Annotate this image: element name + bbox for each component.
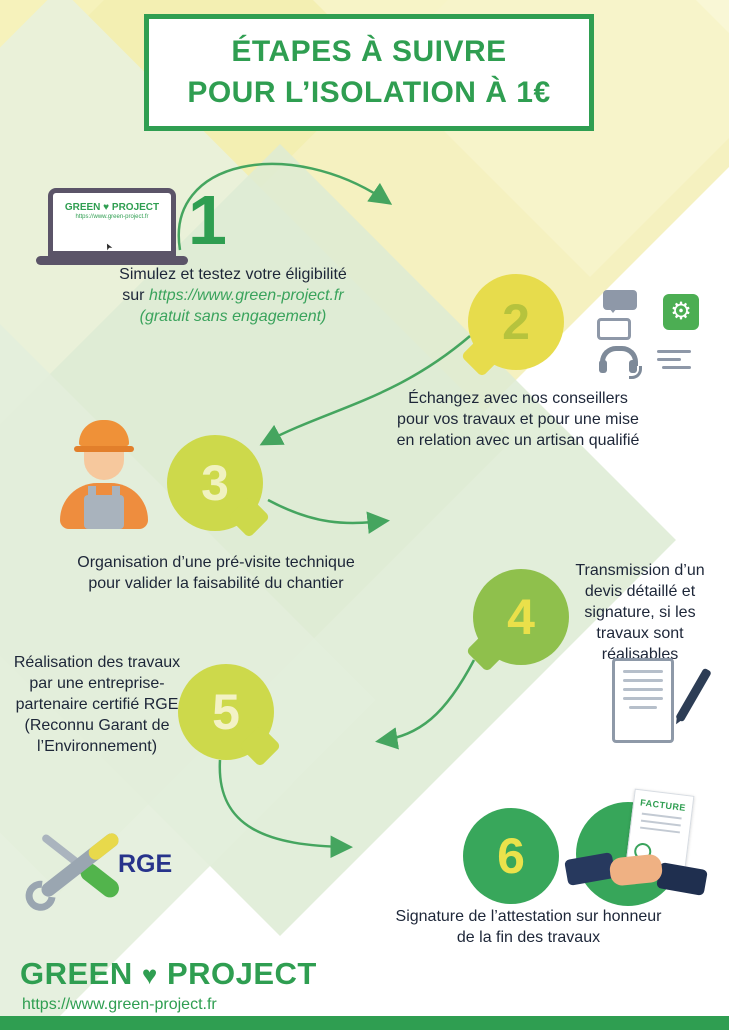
arrow-step1-step2 bbox=[177, 162, 393, 251]
headset-icon bbox=[599, 346, 642, 380]
step3-text: Organisation d’une pré-visite technique … bbox=[77, 554, 355, 593]
step6-number: 6 bbox=[497, 828, 525, 884]
title-box: ÉTAPES À SUIVRE POUR L’ISOLATION À 1€ bbox=[144, 14, 594, 131]
step4-text: Transmission d’un devis détaillé et sign… bbox=[575, 562, 705, 664]
step3-bubble: 3 bbox=[167, 435, 271, 539]
step1-number: 1 bbox=[188, 181, 227, 259]
step6-text: Signature de l’attestation sur honneur d… bbox=[395, 908, 662, 947]
page-title-line2: POUR L’ISOLATION À 1€ bbox=[187, 75, 551, 109]
mouse-cursor-icon: ➤ bbox=[102, 241, 115, 253]
support-icons: ⚙ bbox=[597, 290, 709, 392]
handshake-icon: FACTURE bbox=[564, 788, 708, 918]
text-lines-icon bbox=[657, 350, 691, 374]
step1-text: Simulez et testez votre éligibilité sur … bbox=[58, 264, 408, 327]
laptop-base bbox=[36, 256, 188, 265]
page-title-line1: ÉTAPES À SUIVRE bbox=[231, 35, 507, 68]
contract-icon bbox=[612, 658, 712, 748]
document-icon bbox=[612, 658, 674, 743]
footer-logo: GREEN ♥ PROJECT bbox=[20, 956, 317, 992]
worker-icon bbox=[56, 420, 152, 548]
arrow-step3-step4 bbox=[267, 498, 390, 534]
rge-badge: RGE bbox=[118, 850, 173, 878]
laptop-icon: GREEN ♥ PROJECT https://www.green-projec… bbox=[36, 188, 188, 265]
step1-note: (gratuit sans engagement) bbox=[139, 308, 327, 326]
arrow-step4-step5 bbox=[375, 659, 476, 750]
step5-number: 5 bbox=[212, 684, 240, 740]
step1-link[interactable]: https://www.green-project.fr bbox=[148, 287, 344, 305]
step5-text: Réalisation des travaux par une entrepri… bbox=[13, 654, 181, 756]
chat-bubble-outline-icon bbox=[597, 318, 631, 340]
footer-url-link[interactable]: https://www.green-project.fr bbox=[22, 996, 217, 1013]
step6-bubble: 6 bbox=[463, 808, 559, 904]
laptop-brand-text: GREEN ♥ PROJECT bbox=[64, 202, 160, 213]
invoice-label: FACTURE bbox=[639, 797, 687, 813]
step3-number: 3 bbox=[201, 455, 229, 511]
footer-logo-project: PROJECT bbox=[166, 956, 317, 991]
step4-bubble: 4 bbox=[465, 569, 569, 673]
helmet-icon bbox=[79, 420, 129, 446]
step2-text: Échangez avec nos conseillers pour vos t… bbox=[396, 390, 640, 450]
step2-number: 2 bbox=[502, 294, 530, 350]
laptop-url-text: https://www.green-project.fr bbox=[75, 214, 149, 220]
chat-bubble-icon bbox=[603, 290, 637, 313]
step2-bubble: 2 bbox=[460, 274, 564, 378]
step1-prefix: sur bbox=[122, 287, 149, 305]
laptop-screen: GREEN ♥ PROJECT https://www.green-projec… bbox=[48, 188, 176, 256]
footer-logo-green: GREEN bbox=[20, 956, 133, 991]
arrow-step5-step6 bbox=[218, 759, 353, 859]
gear-icon: ⚙ bbox=[663, 294, 699, 330]
footer-bar bbox=[0, 1016, 729, 1030]
step5-bubble: 5 bbox=[178, 664, 282, 768]
arrow-step2-step3 bbox=[259, 335, 471, 446]
heart-icon: ♥ bbox=[141, 960, 158, 990]
step1-line1: Simulez et testez votre éligibilité bbox=[119, 266, 347, 283]
step4-number: 4 bbox=[507, 589, 535, 645]
